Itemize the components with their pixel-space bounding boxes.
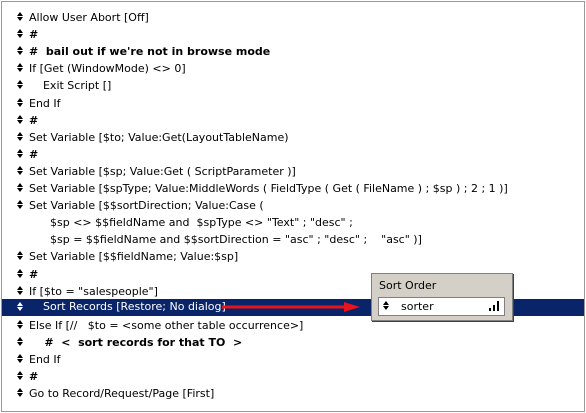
script-step-text: Set Variable [$to; Value:Get(LayoutTable… <box>29 131 289 144</box>
step-handle-icon[interactable] <box>17 251 23 261</box>
script-step-text: Set Variable [$spType; Value:MiddleWords… <box>29 182 508 195</box>
sort-order-popup: Sort Order sorter <box>371 273 513 321</box>
script-step-text: Sort Records [Restore; No dialog] <box>29 300 226 313</box>
script-step-text: Set Variable [$sp; Value:Get ( ScriptPar… <box>29 165 296 178</box>
step-handle-icon[interactable] <box>17 98 23 108</box>
script-step[interactable]: Set Variable [$to; Value:Get(LayoutTable… <box>2 129 584 146</box>
step-handle-icon[interactable] <box>17 320 23 330</box>
script-step[interactable]: Set Variable [$$fieldName; Value:$sp] <box>2 248 584 265</box>
step-handle-icon[interactable] <box>17 29 23 39</box>
script-step-text: Set Variable [$$sortDirection; Value:Cas… <box>29 199 264 212</box>
script-step[interactable]: # <box>2 266 584 283</box>
step-handle-icon[interactable] <box>17 371 23 381</box>
sort-order-title: Sort Order <box>379 279 437 292</box>
step-handle-icon[interactable] <box>17 12 23 22</box>
annotation-arrow <box>222 302 360 312</box>
step-handle-icon[interactable] <box>17 354 23 364</box>
script-step[interactable]: Set Variable [$sp; Value:Get ( ScriptPar… <box>2 163 584 180</box>
script-step[interactable]: Exit Script [] <box>2 77 584 94</box>
script-step[interactable]: If [$to = "salespeople"] <box>2 283 584 300</box>
script-step-text: Set Variable [$$fieldName; Value:$sp] <box>29 250 239 263</box>
script-step[interactable]: If [Get (WindowMode) <> 0] <box>2 60 584 77</box>
step-handle-icon[interactable] <box>17 286 23 296</box>
step-handle-icon[interactable] <box>17 132 23 142</box>
step-handle-icon[interactable] <box>17 166 23 176</box>
script-step[interactable]: End If <box>2 95 584 112</box>
step-handle-icon[interactable] <box>17 115 23 125</box>
sort-order-field[interactable]: sorter <box>378 297 505 316</box>
script-step-text: # <box>29 268 39 281</box>
script-step[interactable]: Else If [// $to = <some other table occu… <box>2 317 584 334</box>
script-step-text: $sp = $$fieldName and $$sortDirection = … <box>29 233 422 246</box>
sort-handle-icon[interactable] <box>383 301 389 311</box>
script-step-text: # <box>29 114 39 127</box>
script-step[interactable]: $sp <> $$fieldName and $spType <> "Text"… <box>2 214 584 231</box>
script-step-text: End If <box>29 353 61 366</box>
script-step-text: If [$to = "salespeople"] <box>29 285 158 298</box>
script-step-text: $sp <> $$fieldName and $spType <> "Text"… <box>29 216 353 229</box>
script-step[interactable]: # <box>2 146 584 163</box>
script-step-text: Go to Record/Request/Page [First] <box>29 387 215 400</box>
script-step[interactable]: Set Variable [$spType; Value:MiddleWords… <box>2 180 584 197</box>
ascending-order-icon <box>489 301 499 311</box>
script-step-text: # <box>29 28 39 41</box>
script-step[interactable]: $sp = $$fieldName and $$sortDirection = … <box>2 231 584 248</box>
step-handle-icon[interactable] <box>17 337 23 347</box>
script-step[interactable]: Set Variable [$$sortDirection; Value:Cas… <box>2 197 584 214</box>
step-handle-icon[interactable] <box>17 200 23 210</box>
step-handle-icon[interactable] <box>17 46 23 56</box>
script-step-text: Exit Script [] <box>29 79 112 92</box>
script-step-text: # <box>29 148 39 161</box>
script-step-text: Allow User Abort [Off] <box>29 11 149 24</box>
step-handle-icon[interactable] <box>17 80 23 90</box>
script-step-text: End If <box>29 97 61 110</box>
script-step-text: # bail out if we're not in browse mode <box>29 45 271 58</box>
sort-field-label: sorter <box>401 300 434 313</box>
script-step-text: # <box>29 370 39 383</box>
step-handle-icon[interactable] <box>17 388 23 398</box>
script-step[interactable]: Go to Record/Request/Page [First] <box>2 385 584 402</box>
step-handle-icon[interactable] <box>17 149 23 159</box>
step-handle-icon[interactable] <box>17 302 23 312</box>
script-step-text: If [Get (WindowMode) <> 0] <box>29 62 186 75</box>
script-step-text: # < sort records for that TO > <box>29 336 243 349</box>
script-step[interactable]: # <box>2 26 584 43</box>
script-step[interactable]: # bail out if we're not in browse mode <box>2 43 584 60</box>
script-step[interactable]: # <box>2 112 584 129</box>
step-handle-icon[interactable] <box>17 183 23 193</box>
step-handle-icon[interactable] <box>17 269 23 279</box>
script-step[interactable]: End If <box>2 351 584 368</box>
script-step[interactable]: # <box>2 368 584 385</box>
script-step[interactable]: Allow User Abort [Off] <box>2 9 584 26</box>
script-step-text: Else If [// $to = <some other table occu… <box>29 319 304 332</box>
script-step[interactable]: # < sort records for that TO > <box>2 334 584 351</box>
step-handle-icon[interactable] <box>17 63 23 73</box>
